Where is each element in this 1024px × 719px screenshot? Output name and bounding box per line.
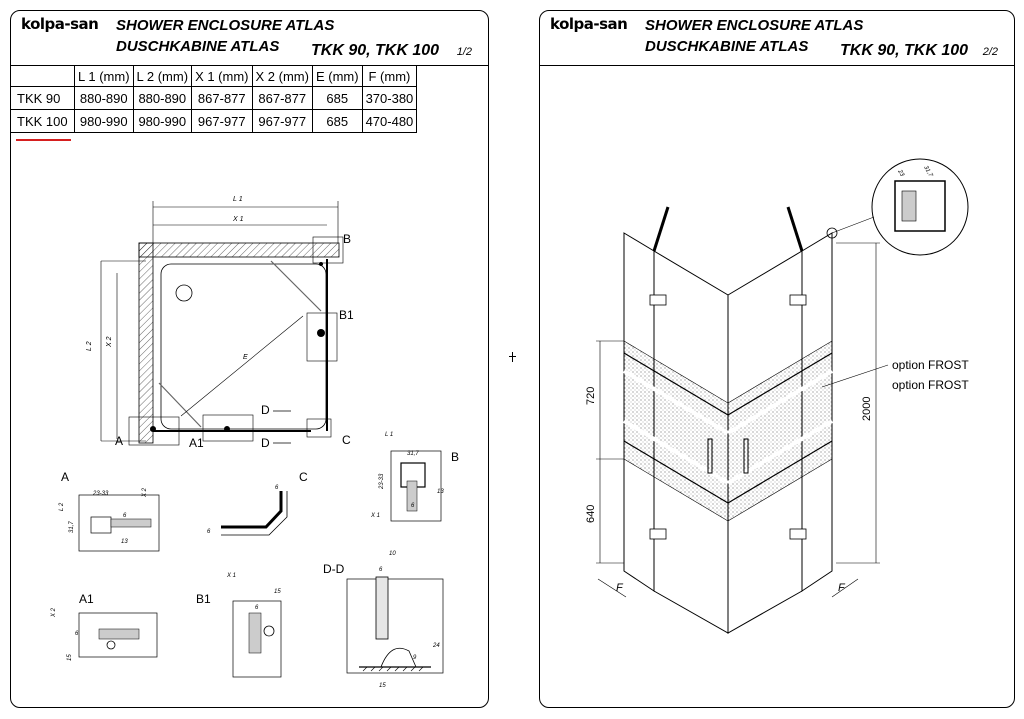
detail-b-dim: L 1 (385, 432, 393, 438)
title-german: DUSCHKABINE ATLAS (645, 38, 809, 55)
detail-a-dim: L 2 (59, 502, 65, 511)
sheet-1-header: kolpa-san SHOWER ENCLOSURE ATLAS DUSCHKA… (11, 11, 488, 66)
table-row: TKK 100 980-990 980-990 967-977 967-977 … (11, 109, 418, 133)
detail-a1-dim: X 2 (51, 607, 57, 618)
detail-b1-label: B1 (196, 592, 211, 606)
highlight-underline (16, 139, 71, 141)
table-header-cell: L 1 (mm) (74, 65, 134, 87)
inset-dim: 31,7 (922, 165, 933, 179)
callout-b: B (343, 232, 351, 246)
drawing-sheet-2: kolpa-san SHOWER ENCLOSURE ATLAS DUSCHKA… (539, 10, 1015, 708)
table-cell: 370-380 (361, 86, 418, 110)
detail-c-label: C (299, 470, 308, 484)
option-frost-label-1: option FROST (892, 358, 969, 372)
dim-frost-720: 720 (585, 387, 597, 405)
detail-dd-dim: 10 (389, 551, 396, 557)
table-row: TKK 90 880-890 880-890 867-877 867-877 6… (11, 86, 418, 110)
detail-a-dim: 23-33 (92, 491, 109, 497)
detail-b1-dim: X 1 (226, 573, 236, 579)
inset-dim: 23 (896, 168, 905, 178)
detail-a1-dim: 15 (67, 654, 73, 661)
dimensions-table: L 1 (mm) L 2 (mm) X 1 (mm) X 2 (mm) E (m… (11, 65, 418, 133)
callout-c: C (342, 433, 351, 447)
detail-b1-dim: 15 (274, 589, 281, 595)
brand-logo: kolpa-san (21, 15, 99, 33)
title-english: SHOWER ENCLOSURE ATLAS (116, 17, 335, 34)
detail-dd-dim: 6 (379, 567, 383, 573)
enclosure-3d-drawing: 23 31,7 2000 720 640 F F option FROST op… (585, 158, 969, 634)
callout-a: A (115, 434, 123, 448)
detail-a-dim: 6 (123, 513, 127, 519)
dim-x2: X 2 (106, 336, 113, 348)
detail-a-dim: 31,7 (69, 521, 75, 533)
detail-b1-dim: 6 (255, 605, 259, 611)
row-model: TKK 90 (11, 86, 75, 110)
detail-b-dim: X 1 (370, 513, 380, 519)
callout-a1: A1 (189, 436, 204, 450)
detail-b-label: B (451, 450, 459, 464)
model-numbers: TKK 90, TKK 100 (311, 42, 440, 59)
dim-e: E (243, 354, 248, 361)
table-header-row: L 1 (mm) L 2 (mm) X 1 (mm) X 2 (mm) E (m… (11, 65, 418, 87)
table-cell: 980-990 (74, 109, 134, 133)
row-model: TKK 100 (11, 109, 75, 133)
table-header-cell: F (mm) (361, 65, 418, 87)
table-cell: 685 (311, 86, 363, 110)
detail-b-dim: 13 (437, 489, 444, 495)
table-cell: 980-990 (132, 109, 193, 133)
table-cell: 867-877 (251, 86, 313, 110)
table-cell: 967-977 (251, 109, 313, 133)
detail-a-label: A (61, 470, 69, 484)
table-cell: 867-877 (191, 86, 253, 110)
detail-c-dim: 6 (207, 529, 211, 535)
table-cell: 470-480 (361, 109, 418, 133)
plan-view-drawing: L 1 X 1 L 2 X 2 E B B1 A (51, 196, 459, 689)
table-cell: 967-977 (191, 109, 253, 133)
dim-frost-640: 640 (585, 505, 597, 523)
detail-b-dim: 6 (411, 503, 415, 509)
divider-mark (512, 352, 513, 362)
detail-c-dim: 6 (275, 485, 279, 491)
page-number: 1/2 (456, 46, 472, 58)
detail-b-dim: 23-33 (379, 473, 385, 490)
table-cell: 685 (311, 109, 363, 133)
option-frost-label-2: option FROST (892, 378, 969, 392)
detail-b-dim: 31,7 (407, 451, 419, 457)
detail-dd-dim: 15 (379, 683, 386, 689)
drawing-sheet-1: kolpa-san SHOWER ENCLOSURE ATLAS DUSCHKA… (10, 10, 489, 708)
table-cell: 880-890 (132, 86, 193, 110)
callout-b1: B1 (339, 308, 354, 322)
detail-dd-dim: 24 (432, 643, 440, 649)
title-german: DUSCHKABINE ATLAS (116, 38, 280, 55)
detail-dd-label: D-D (323, 562, 345, 576)
page-number: 2/2 (982, 46, 998, 58)
section-d-bottom: D (261, 436, 270, 450)
detail-a1-label: A1 (79, 592, 94, 606)
dim-x1: X 1 (232, 216, 244, 223)
divider-mark (509, 356, 516, 357)
detail-dd-dim: 9 (413, 655, 417, 661)
dim-f-right: F (838, 582, 846, 594)
brand-logo: kolpa-san (550, 15, 628, 33)
dim-f-left: F (616, 582, 624, 594)
dim-l2: L 2 (86, 341, 93, 351)
title-english: SHOWER ENCLOSURE ATLAS (645, 17, 864, 34)
detail-a1-dim: 6 (75, 631, 79, 637)
sheet-2-header: kolpa-san SHOWER ENCLOSURE ATLAS DUSCHKA… (540, 11, 1014, 66)
detail-a-dim: X 2 (142, 487, 148, 498)
dim-l1: L 1 (233, 196, 243, 203)
detail-a-dim: 13 (121, 539, 128, 545)
section-d-top: D (261, 403, 270, 417)
dim-height-2000: 2000 (861, 397, 873, 421)
model-numbers: TKK 90, TKK 100 (840, 42, 969, 59)
